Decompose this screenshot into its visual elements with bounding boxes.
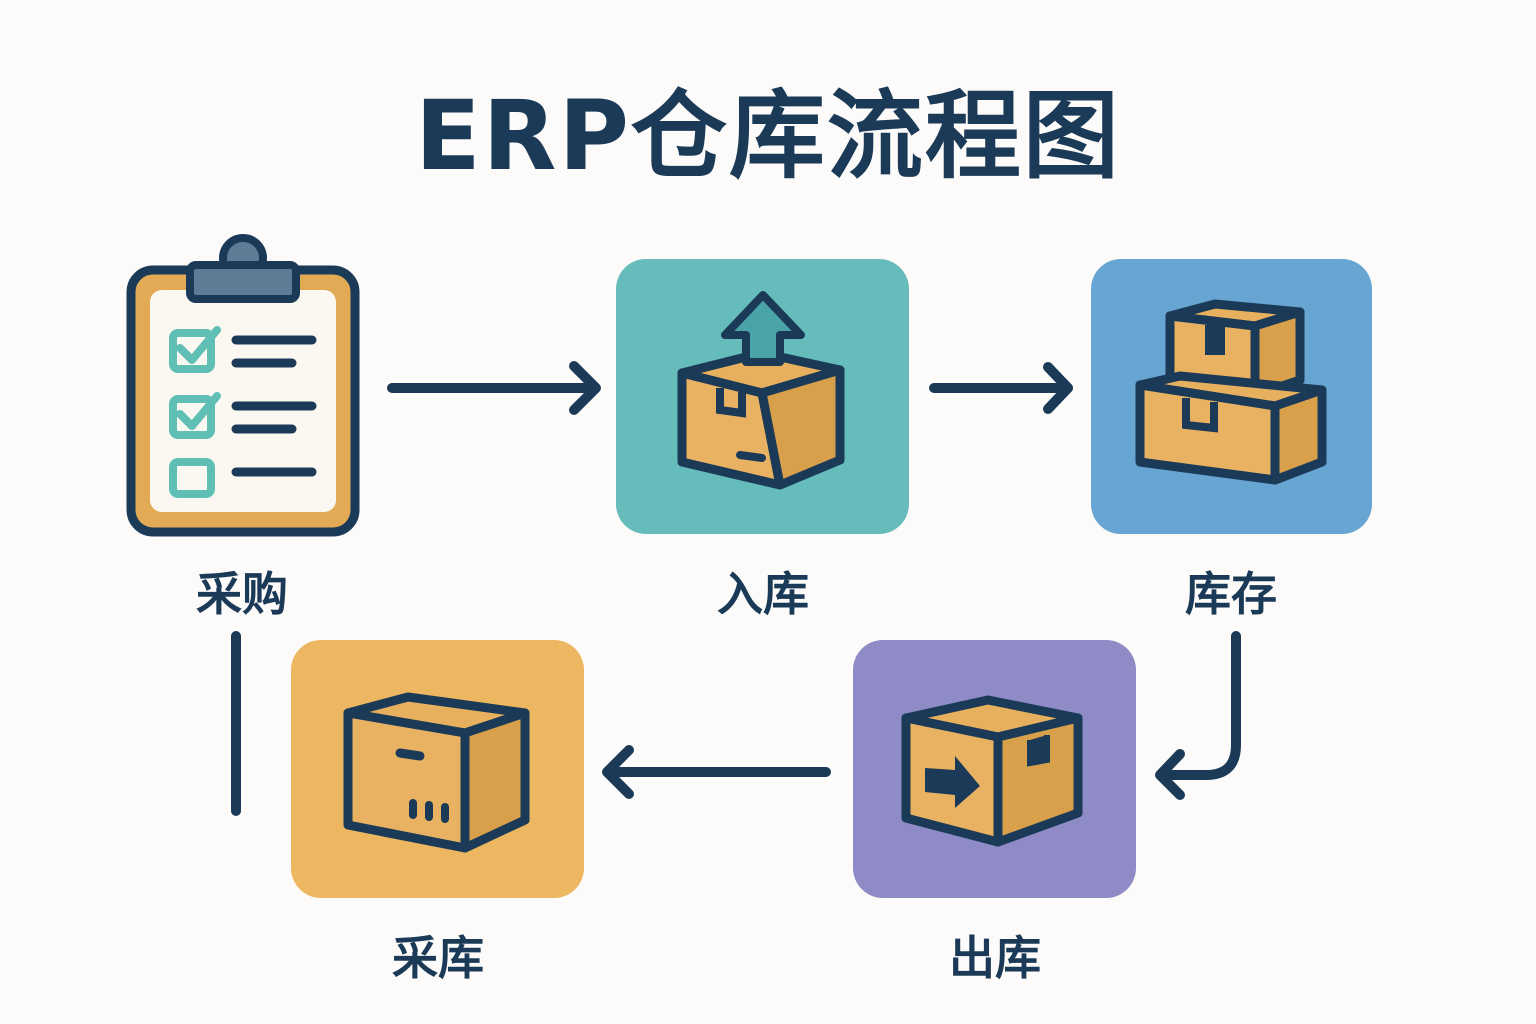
arrow-inbound-to-inventory [929, 362, 1073, 414]
node-label-inbound: 入库 [717, 567, 809, 621]
page-title: ERP仓库流程图 [415, 80, 1121, 192]
node-label-outbound: 出库 [949, 931, 1041, 985]
arrow-purchase-to-inbound [387, 361, 601, 415]
node-label-purchase: 采购 [196, 567, 288, 621]
node-label-inventory: 库存 [1185, 567, 1277, 621]
arrow-outbound-to-warehouse [602, 745, 831, 799]
node-label-warehouse: 采库 [392, 931, 484, 985]
arrow-inventory-to-outbound [1155, 631, 1241, 800]
